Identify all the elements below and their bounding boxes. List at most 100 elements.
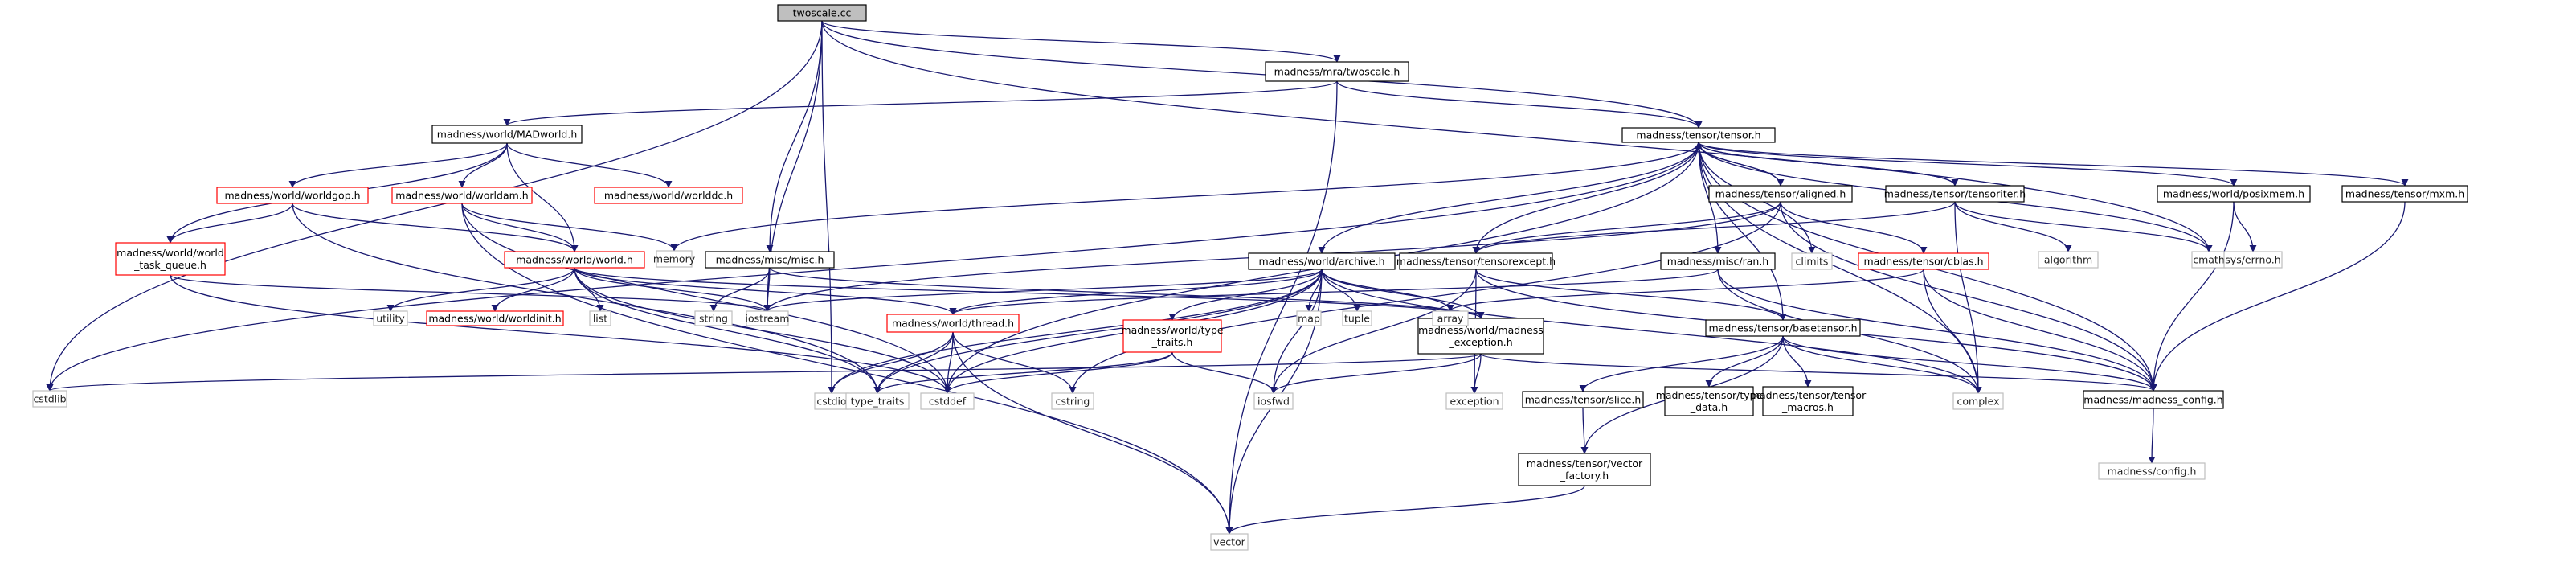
node-label: sys/errno.h bbox=[2225, 253, 2280, 265]
node-worldgop[interactable]: madness/world/worldgop.h bbox=[216, 187, 369, 204]
edge-madness_exc-to-madness_config bbox=[1480, 353, 2157, 392]
edge-ran_h-to-thread_h bbox=[949, 269, 1719, 315]
node-box bbox=[1342, 310, 1372, 326]
node-box bbox=[1253, 392, 1294, 410]
node-label: madness/tensor/basetensor.h bbox=[1708, 322, 1857, 334]
node-basetensor[interactable]: madness/tensor/basetensor.h bbox=[1705, 319, 1861, 337]
node-iostream: iostream bbox=[746, 310, 789, 326]
edge-aligned-to-tensor_h bbox=[1695, 142, 1781, 187]
edge-cblas-to-complex bbox=[1923, 269, 1982, 394]
edge-root-to-cstdlib bbox=[46, 20, 823, 392]
node-tensor-h[interactable]: madness/tensor/tensor.h bbox=[1621, 127, 1776, 143]
node-madness-config[interactable]: madness/madness_config.h bbox=[2083, 390, 2224, 409]
node-algorithm: algorithm bbox=[2038, 251, 2099, 269]
edge-aligned-to-cblas bbox=[1780, 201, 1928, 254]
edge-world_h-to-worldinit bbox=[491, 267, 575, 312]
node-label: madness/world/thread.h bbox=[892, 317, 1014, 329]
edge-madness_config-to-config_h bbox=[2148, 408, 2156, 464]
node-archive[interactable]: madness/world/archive.h bbox=[1248, 252, 1396, 270]
node-box bbox=[694, 310, 733, 326]
node-box bbox=[2083, 390, 2224, 409]
node-utility: utility bbox=[373, 310, 408, 326]
edge-archive-to-madness_exc bbox=[1321, 269, 1485, 319]
node-label: _macros.h bbox=[1781, 401, 1834, 413]
node-tensorexcept[interactable]: madness/tensor/tensorexcept.h bbox=[1396, 252, 1556, 270]
node-label: madness/world/madness bbox=[1418, 324, 1544, 336]
edge-mxm-to-madness_config bbox=[2149, 201, 2406, 392]
edge-aligned-to-tensorexcept bbox=[1472, 201, 1781, 254]
edge-thread_h-to-vector bbox=[952, 331, 1233, 535]
node-label: madness/world/MADworld.h bbox=[437, 128, 578, 140]
node-label: map bbox=[1298, 312, 1320, 324]
node-type-data[interactable]: madness/tensor/type_data.h bbox=[1656, 386, 1763, 416]
node-box bbox=[1248, 252, 1396, 270]
edge-tensor_h-to-tensorexcept bbox=[1472, 142, 1699, 254]
edge-tensor_h-to-cstdlib bbox=[46, 142, 1699, 392]
edge-madworld-to-worlddc bbox=[506, 142, 673, 188]
edge-tensor_h-to-posixmem bbox=[1698, 142, 2238, 187]
node-box bbox=[1660, 252, 1776, 270]
node-cmath: cmath bbox=[2191, 251, 2226, 269]
edge-worldgop-to-task_queue bbox=[166, 203, 293, 244]
node-label: complex bbox=[1957, 395, 2000, 407]
node-madness-exc[interactable]: madness/world/madness_exception.h bbox=[1417, 318, 1544, 355]
node-tensoriter[interactable]: madness/tensor/tensoriter.h bbox=[1884, 185, 2026, 203]
node-vector-factory[interactable]: madness/tensor/vector_factory.h bbox=[1518, 453, 1651, 486]
node-box bbox=[1518, 453, 1651, 486]
edge-root-to-misc_h bbox=[766, 20, 823, 252]
edge-world_h-to-madness_exc bbox=[574, 267, 1485, 319]
edge-aligned-to-madness_config bbox=[1780, 201, 2157, 392]
node-ran-h[interactable]: madness/misc/ran.h bbox=[1660, 252, 1776, 270]
node-task-queue[interactable]: madness/world/world_task_queue.h bbox=[115, 242, 226, 276]
node-complex: complex bbox=[1952, 392, 2004, 410]
node-worldinit[interactable]: madness/world/worldinit.h bbox=[426, 310, 564, 326]
edge-madness_exc-to-cstdlib bbox=[47, 353, 1482, 392]
node-posixmem[interactable]: madness/world/posixmem.h bbox=[2157, 185, 2311, 203]
node-label: twoscale.cc bbox=[793, 6, 852, 18]
node-root: twoscale.cc bbox=[777, 4, 867, 22]
edge-madness_exc-to-exception bbox=[1470, 353, 1482, 394]
node-layer: twoscale.cc madness/mra/twoscale.h madness… bbox=[32, 4, 2468, 551]
node-box bbox=[115, 242, 226, 276]
node-twoscale-h[interactable]: madness/mra/twoscale.h bbox=[1265, 61, 1409, 82]
node-box bbox=[1952, 392, 2004, 410]
node-worlddc[interactable]: madness/world/worlddc.h bbox=[594, 187, 743, 204]
node-worldam[interactable]: madness/world/worldam.h bbox=[391, 187, 533, 204]
edge-tensorexcept-to-iosfwd bbox=[1270, 269, 1477, 394]
node-cblas[interactable]: madness/tensor/cblas.h bbox=[1858, 252, 1989, 270]
node-misc-h[interactable]: madness/misc/misc.h bbox=[705, 251, 835, 269]
node-aligned[interactable]: madness/tensor/aligned.h bbox=[1708, 185, 1853, 203]
node-madworld[interactable]: madness/world/MADworld.h bbox=[431, 125, 583, 144]
edge-type_traits_h-to-iosfwd bbox=[1171, 351, 1278, 394]
node-type-traits-h[interactable]: madness/world/type_traits.h bbox=[1121, 319, 1224, 353]
edge-cblas-to-madness_config bbox=[1923, 269, 2157, 392]
node-box bbox=[1432, 310, 1469, 326]
node-box bbox=[426, 310, 564, 326]
node-slice-h[interactable]: madness/tensor/slice.h bbox=[1522, 391, 1644, 408]
node-array: array bbox=[1432, 310, 1469, 326]
edge-twoscale_h-to-vector bbox=[1225, 80, 1338, 535]
node-tensor-macros[interactable]: madness/tensor/tensor_macros.h bbox=[1750, 386, 1867, 416]
node-box bbox=[920, 392, 975, 410]
node-label: madness/tensor/tensoriter.h bbox=[1884, 187, 2026, 199]
edge-world_h-to-iostream bbox=[574, 267, 771, 312]
node-label: madness/tensor/tensorexcept.h bbox=[1396, 255, 1556, 267]
node-label: madness/tensor/cblas.h bbox=[1864, 255, 1984, 267]
edge-basetensor-to-slice_h bbox=[1579, 335, 1784, 392]
edge-archive-to-type_traits_h bbox=[1168, 269, 1323, 321]
node-label: memory bbox=[653, 252, 696, 265]
node-type-traits: type_traits bbox=[845, 392, 910, 410]
node-mxm[interactable]: madness/tensor/mxm.h bbox=[2341, 185, 2468, 203]
edge-type_traits_h-to-cstddef bbox=[943, 351, 1173, 394]
node-box bbox=[746, 310, 789, 326]
node-label: madness/world/archive.h bbox=[1258, 255, 1384, 267]
node-memory: memory bbox=[653, 250, 696, 268]
edge-archive-to-iostream bbox=[763, 269, 1323, 312]
edge-world_h-to-type_traits bbox=[574, 267, 881, 394]
node-box bbox=[2223, 251, 2283, 269]
edge-tensor_h-to-basetensor bbox=[1698, 142, 1787, 321]
edge-root-to-twoscale_h bbox=[821, 20, 1341, 63]
node-world-h[interactable]: madness/world/world.h bbox=[504, 251, 645, 269]
node-thread-h[interactable]: madness/world/thread.h bbox=[886, 314, 1020, 333]
node-box bbox=[373, 310, 408, 326]
